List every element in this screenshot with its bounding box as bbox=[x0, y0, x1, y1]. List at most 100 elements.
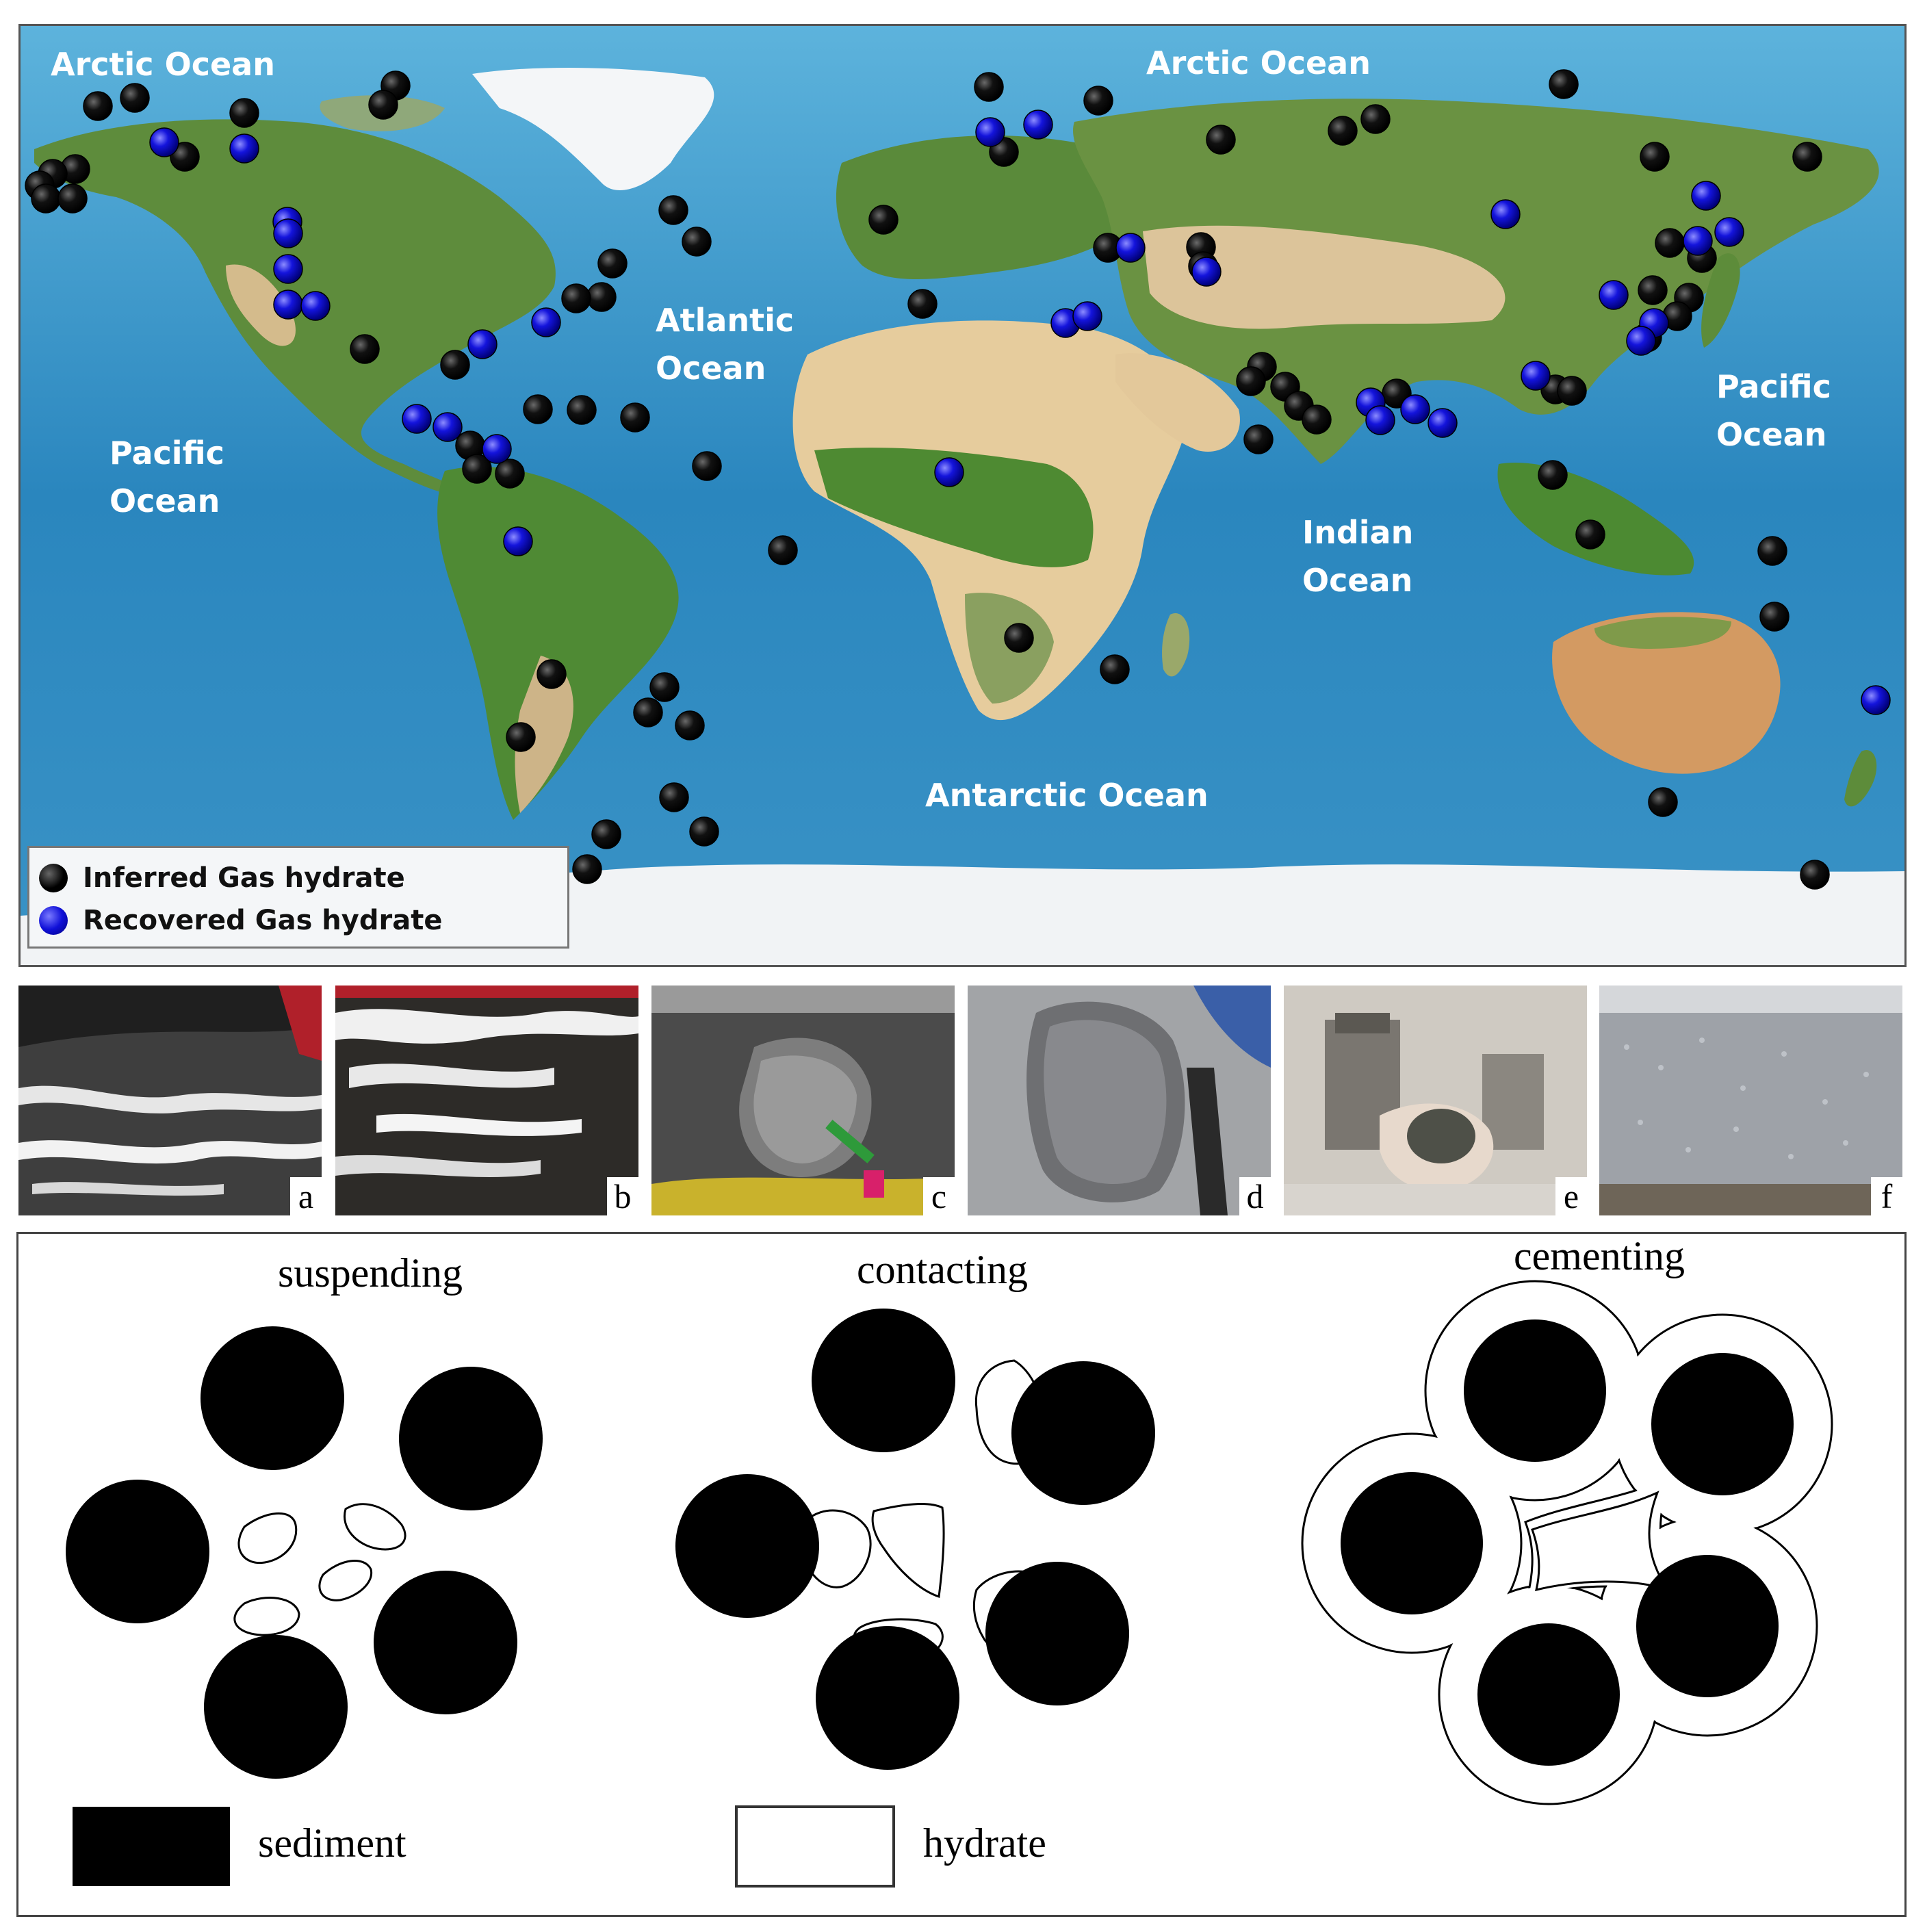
photo-d-hydrate-sample: d bbox=[968, 986, 1271, 1215]
sediment-grain bbox=[399, 1367, 543, 1510]
ocean-label-indian: Indian bbox=[1302, 514, 1413, 551]
inferred-hydrate-marker bbox=[768, 535, 798, 565]
inferred-hydrate-marker bbox=[689, 816, 719, 847]
photo-b-image bbox=[335, 986, 638, 1215]
inferred-hydrate-marker bbox=[229, 98, 259, 128]
sediment-grain bbox=[675, 1474, 819, 1618]
south-america bbox=[437, 466, 679, 820]
southeast-asia bbox=[1497, 463, 1694, 576]
inferred-hydrate-marker bbox=[1557, 376, 1587, 406]
inferred-hydrate-marker bbox=[659, 782, 689, 812]
title-suspending: suspending bbox=[278, 1250, 463, 1296]
inferred-hydrate-marker bbox=[350, 334, 380, 364]
hydrate-distribution-diagram: suspending contacting cementing bbox=[16, 1232, 1907, 1917]
recovered-hydrate-marker bbox=[273, 254, 303, 284]
recovered-hydrate-marker bbox=[149, 127, 179, 157]
ocean-label-pacific-west-line2: Ocean bbox=[109, 482, 220, 519]
australia bbox=[1552, 612, 1781, 774]
cementing-model bbox=[1301, 1280, 1833, 1805]
recovered-hydrate-marker bbox=[1023, 110, 1053, 140]
inferred-hydrate-marker bbox=[495, 459, 525, 489]
sediment-grain bbox=[374, 1571, 517, 1714]
sediment-grain bbox=[201, 1326, 344, 1470]
recovered-hydrate-marker bbox=[273, 218, 303, 248]
recovered-hydrate-marker bbox=[1626, 326, 1656, 356]
inferred-hydrate-marker bbox=[506, 722, 536, 752]
photo-label-d: d bbox=[1239, 1177, 1271, 1215]
sediment-grain bbox=[1651, 1353, 1794, 1495]
recovered-hydrate-marker bbox=[1400, 394, 1430, 424]
photo-label-e: e bbox=[1555, 1177, 1587, 1215]
hydrate-particle bbox=[803, 1509, 872, 1588]
legend-sediment-label: sediment bbox=[258, 1820, 406, 1866]
new-zealand bbox=[1844, 750, 1877, 807]
inferred-hydrate-marker bbox=[1638, 275, 1668, 305]
inferred-hydrate-marker bbox=[572, 854, 602, 884]
photo-label-f: f bbox=[1871, 1177, 1902, 1215]
inferred-hydrate-marker bbox=[1206, 125, 1236, 155]
photo-e-hydrate-in-hand: e bbox=[1284, 986, 1587, 1215]
sediment-grain bbox=[1636, 1555, 1779, 1697]
australia-north bbox=[1594, 617, 1731, 649]
inferred-hydrate-marker bbox=[368, 90, 398, 120]
inferred-hydrate-marker bbox=[561, 283, 591, 313]
ocean-label-arctic-west: Arctic Ocean bbox=[51, 46, 275, 83]
inferred-hydrate-marker bbox=[1575, 519, 1605, 550]
map-legend: Inferred Gas hydrate Recovered Gas hydra… bbox=[27, 846, 569, 949]
recovered-hydrate-marker bbox=[1521, 361, 1551, 391]
photo-a-image bbox=[18, 986, 322, 1215]
recovered-hydrate-marker bbox=[503, 526, 533, 556]
world-map-panel: Arctic Ocean Arctic Ocean Atlantic Ocean… bbox=[18, 24, 1907, 967]
legend-row-recovered: Recovered Gas hydrate bbox=[39, 900, 442, 941]
photo-label-c: c bbox=[923, 1177, 955, 1215]
legend-recovered-label: Recovered Gas hydrate bbox=[83, 905, 443, 936]
recovered-hydrate-marker bbox=[229, 133, 259, 164]
photo-a-layered-hydrate: a bbox=[18, 986, 322, 1215]
hydrate-markers bbox=[25, 69, 1891, 890]
ocean-label-arctic-east: Arctic Ocean bbox=[1146, 44, 1371, 81]
japan bbox=[1701, 253, 1740, 348]
recovered-hydrate-marker bbox=[1714, 217, 1744, 247]
greenland bbox=[472, 67, 714, 190]
title-contacting: contacting bbox=[857, 1247, 1028, 1292]
inferred-hydrate-marker bbox=[591, 819, 621, 849]
grain-scale-diagram: suspending contacting cementing bbox=[66, 1234, 1833, 1888]
inferred-hydrate-marker bbox=[868, 205, 899, 235]
inferred-hydrate-marker bbox=[57, 183, 88, 214]
sediment-grain bbox=[1464, 1319, 1606, 1462]
hydrate-particle bbox=[237, 1512, 298, 1564]
inferred-hydrate-marker bbox=[658, 195, 688, 225]
sediment-grain bbox=[204, 1635, 348, 1779]
recovered-hydrate-marker bbox=[467, 329, 498, 359]
suspending-model bbox=[66, 1326, 543, 1779]
ocean-label-pacific-west: Pacific bbox=[109, 435, 224, 472]
photo-d-image bbox=[968, 986, 1271, 1215]
recovered-hydrate-marker bbox=[1691, 181, 1721, 211]
inferred-hydrate-marker bbox=[1100, 654, 1130, 684]
recovered-hydrate-marker bbox=[300, 291, 331, 321]
inferred-hydrate-marker bbox=[1328, 116, 1358, 146]
inferred-hydrate-marker bbox=[1004, 623, 1034, 653]
inferred-hydrate-marker bbox=[83, 91, 113, 121]
hydrate-particle bbox=[318, 1560, 373, 1601]
inferred-hydrate-marker bbox=[1083, 86, 1113, 116]
sediment-grain bbox=[66, 1480, 209, 1623]
recovered-hydrate-marker bbox=[531, 307, 561, 337]
inferred-hydrate-marker bbox=[1302, 404, 1332, 435]
recovered-hydrate-marker bbox=[1490, 199, 1521, 229]
recovered-hydrate-marker bbox=[934, 457, 964, 487]
inferred-hydrate-marker bbox=[1655, 228, 1685, 258]
inferred-hydrate-marker bbox=[1640, 142, 1670, 172]
sediment-grain bbox=[985, 1562, 1129, 1705]
hydrate-particle bbox=[233, 1597, 300, 1636]
recovered-hydrate-marker bbox=[1115, 233, 1146, 263]
inferred-marker-icon bbox=[39, 864, 68, 892]
recovered-hydrate-marker bbox=[1427, 408, 1458, 438]
inferred-hydrate-marker bbox=[1757, 536, 1787, 566]
recovered-hydrate-marker bbox=[1599, 280, 1629, 310]
legend-inferred-label: Inferred Gas hydrate bbox=[83, 862, 405, 894]
inferred-hydrate-marker bbox=[974, 72, 1004, 102]
inferred-hydrate-marker bbox=[1360, 104, 1391, 134]
sediment-grain bbox=[816, 1626, 959, 1770]
inferred-hydrate-marker bbox=[537, 659, 567, 689]
